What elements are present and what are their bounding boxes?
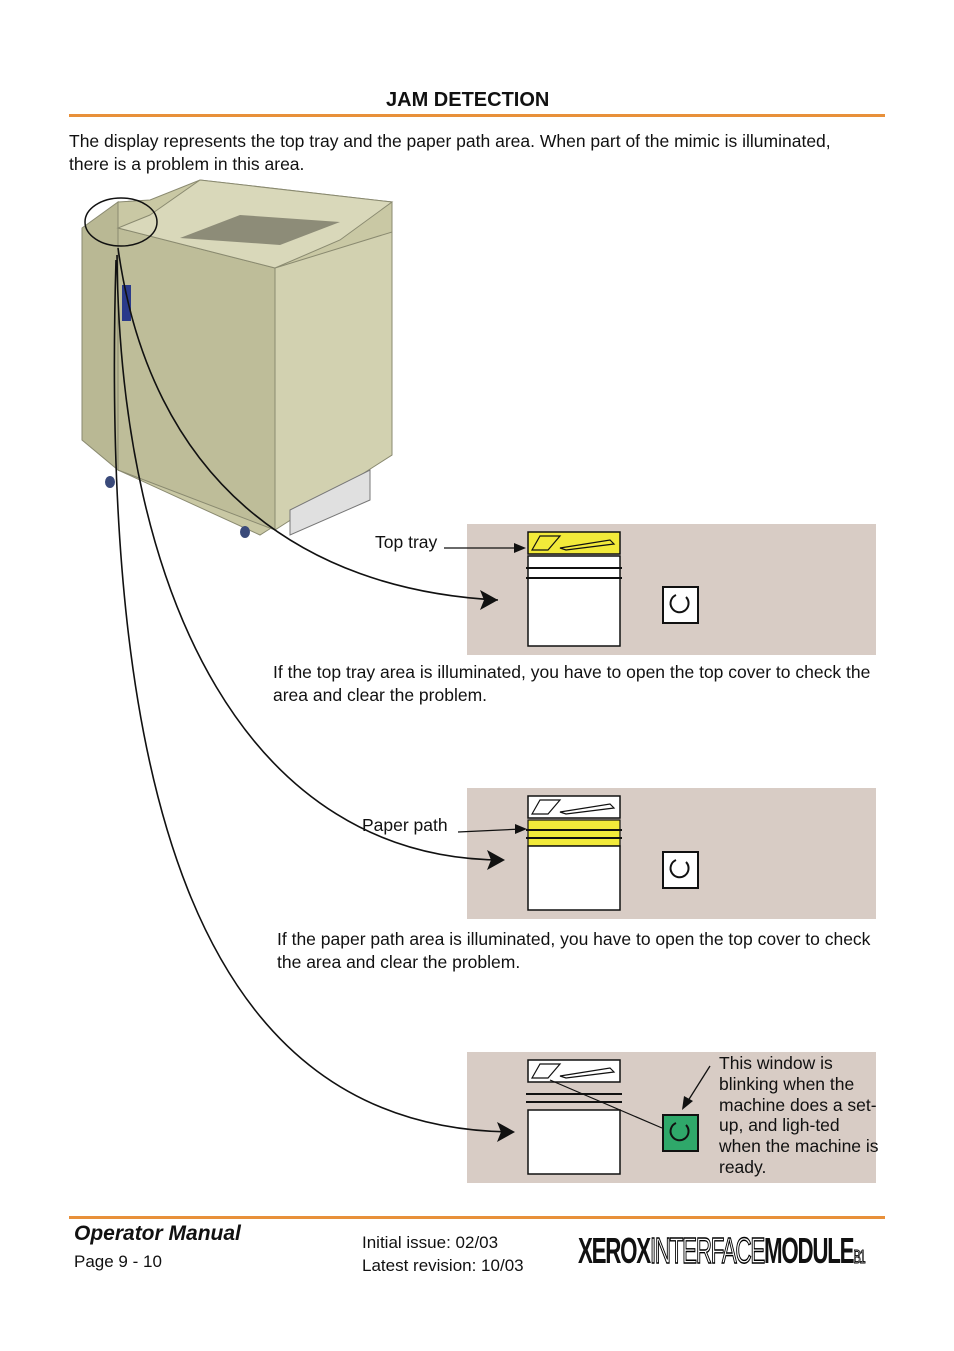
logo-part2: INTERFACE (649, 1230, 766, 1271)
mimic-ready (526, 1059, 699, 1175)
page-title: JAM DETECTION (386, 89, 550, 111)
header-rule (69, 114, 885, 117)
caption-paper-path: If the paper path area is illuminated, y… (277, 929, 871, 972)
pointer-curve-1 (117, 247, 499, 601)
logo-suffix: B1 (853, 1247, 866, 1268)
caption-top-tray: If the top tray area is illuminated, you… (273, 662, 871, 705)
mimic-paper-path (526, 795, 699, 911)
ready-window-note: This window is blinking when the machine… (719, 1053, 879, 1177)
initial-issue: Initial issue: 02/03 (362, 1233, 499, 1252)
intro-text: The display represents the top tray and … (69, 131, 831, 174)
label-paper-path: Paper path (362, 815, 448, 835)
manual-title: Operator Manual (74, 1222, 241, 1245)
display-circle (84, 197, 158, 247)
logo-part3: MODULE (764, 1230, 855, 1271)
revision-info: Initial issue: 02/03 Latest revision: 10… (362, 1231, 524, 1277)
footer-rule (69, 1216, 885, 1219)
label-top-tray: Top tray (375, 532, 438, 552)
pointer-curve-3 (113, 259, 514, 1133)
mimic-top-tray (526, 531, 699, 647)
latest-revision: Latest revision: 10/03 (362, 1256, 524, 1275)
xerox-logo: XEROXINTERFACEMODULEB1 (578, 1230, 866, 1275)
pointer-curve-2 (116, 254, 504, 861)
machine-illustration (81, 179, 394, 538)
page-number: Page 9 - 10 (74, 1252, 162, 1271)
logo-part1: XEROX (578, 1230, 651, 1271)
